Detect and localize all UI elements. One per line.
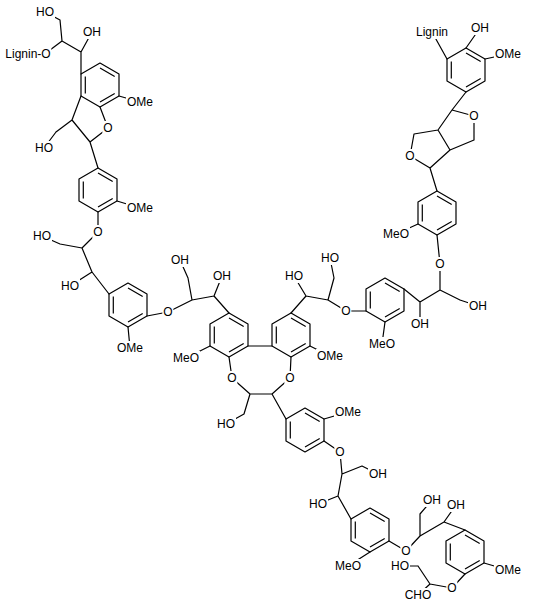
atom-label: OH	[212, 269, 232, 283]
atom-label: HO	[320, 251, 340, 265]
atom-label: O	[226, 371, 237, 385]
atom-label: MeO	[382, 227, 410, 241]
atom-label: OMe	[494, 47, 522, 61]
atom-label: OMe	[316, 349, 344, 363]
atom-label: O	[284, 371, 295, 385]
atom-label: OH	[170, 253, 190, 267]
atom-label: OH	[368, 467, 388, 481]
atom-label: HO	[35, 5, 55, 19]
atom-label: OMe	[126, 201, 154, 215]
atom-label: O	[340, 304, 351, 318]
atom-label: OMe	[494, 563, 522, 577]
atom-label: OMe	[126, 95, 154, 109]
atom-label: O	[468, 109, 479, 123]
atom-label: O	[162, 305, 173, 319]
bonds	[42, 12, 508, 595]
atom-label: OH	[82, 25, 102, 39]
atom-label: O	[102, 121, 113, 135]
atom-label: HO	[390, 559, 410, 573]
atom-label: O	[400, 544, 411, 558]
atom-label: HO	[34, 141, 54, 155]
atom-label: OMe	[116, 341, 144, 355]
atom-label: MeO	[172, 351, 200, 365]
atom-label: OH	[468, 299, 488, 313]
atom-label: O	[446, 581, 457, 595]
atom-label: HO	[308, 497, 328, 511]
atom-label: O	[92, 225, 103, 239]
atom-label: O	[404, 149, 415, 163]
atom-label: HO	[60, 279, 80, 293]
atom-label: MeO	[368, 337, 396, 351]
atom-label: CHO	[404, 588, 433, 602]
atom-label: O	[334, 445, 345, 459]
atom-label: HO	[216, 417, 236, 431]
aromatic-rings	[79, 48, 485, 574]
atom-label: O	[434, 257, 445, 271]
atom-label: OH	[446, 498, 466, 512]
atom-label: HO	[32, 229, 52, 243]
atom-label: OH	[470, 21, 490, 35]
atom-label: HO	[284, 269, 304, 283]
atom-label: Lignin	[415, 25, 449, 39]
atom-label: OMe	[334, 405, 362, 419]
atom-label: MeO	[334, 559, 362, 573]
atom-label: OH	[410, 317, 430, 331]
atom-label: Lignin-O	[4, 47, 51, 61]
atom-label: OH	[422, 493, 442, 507]
